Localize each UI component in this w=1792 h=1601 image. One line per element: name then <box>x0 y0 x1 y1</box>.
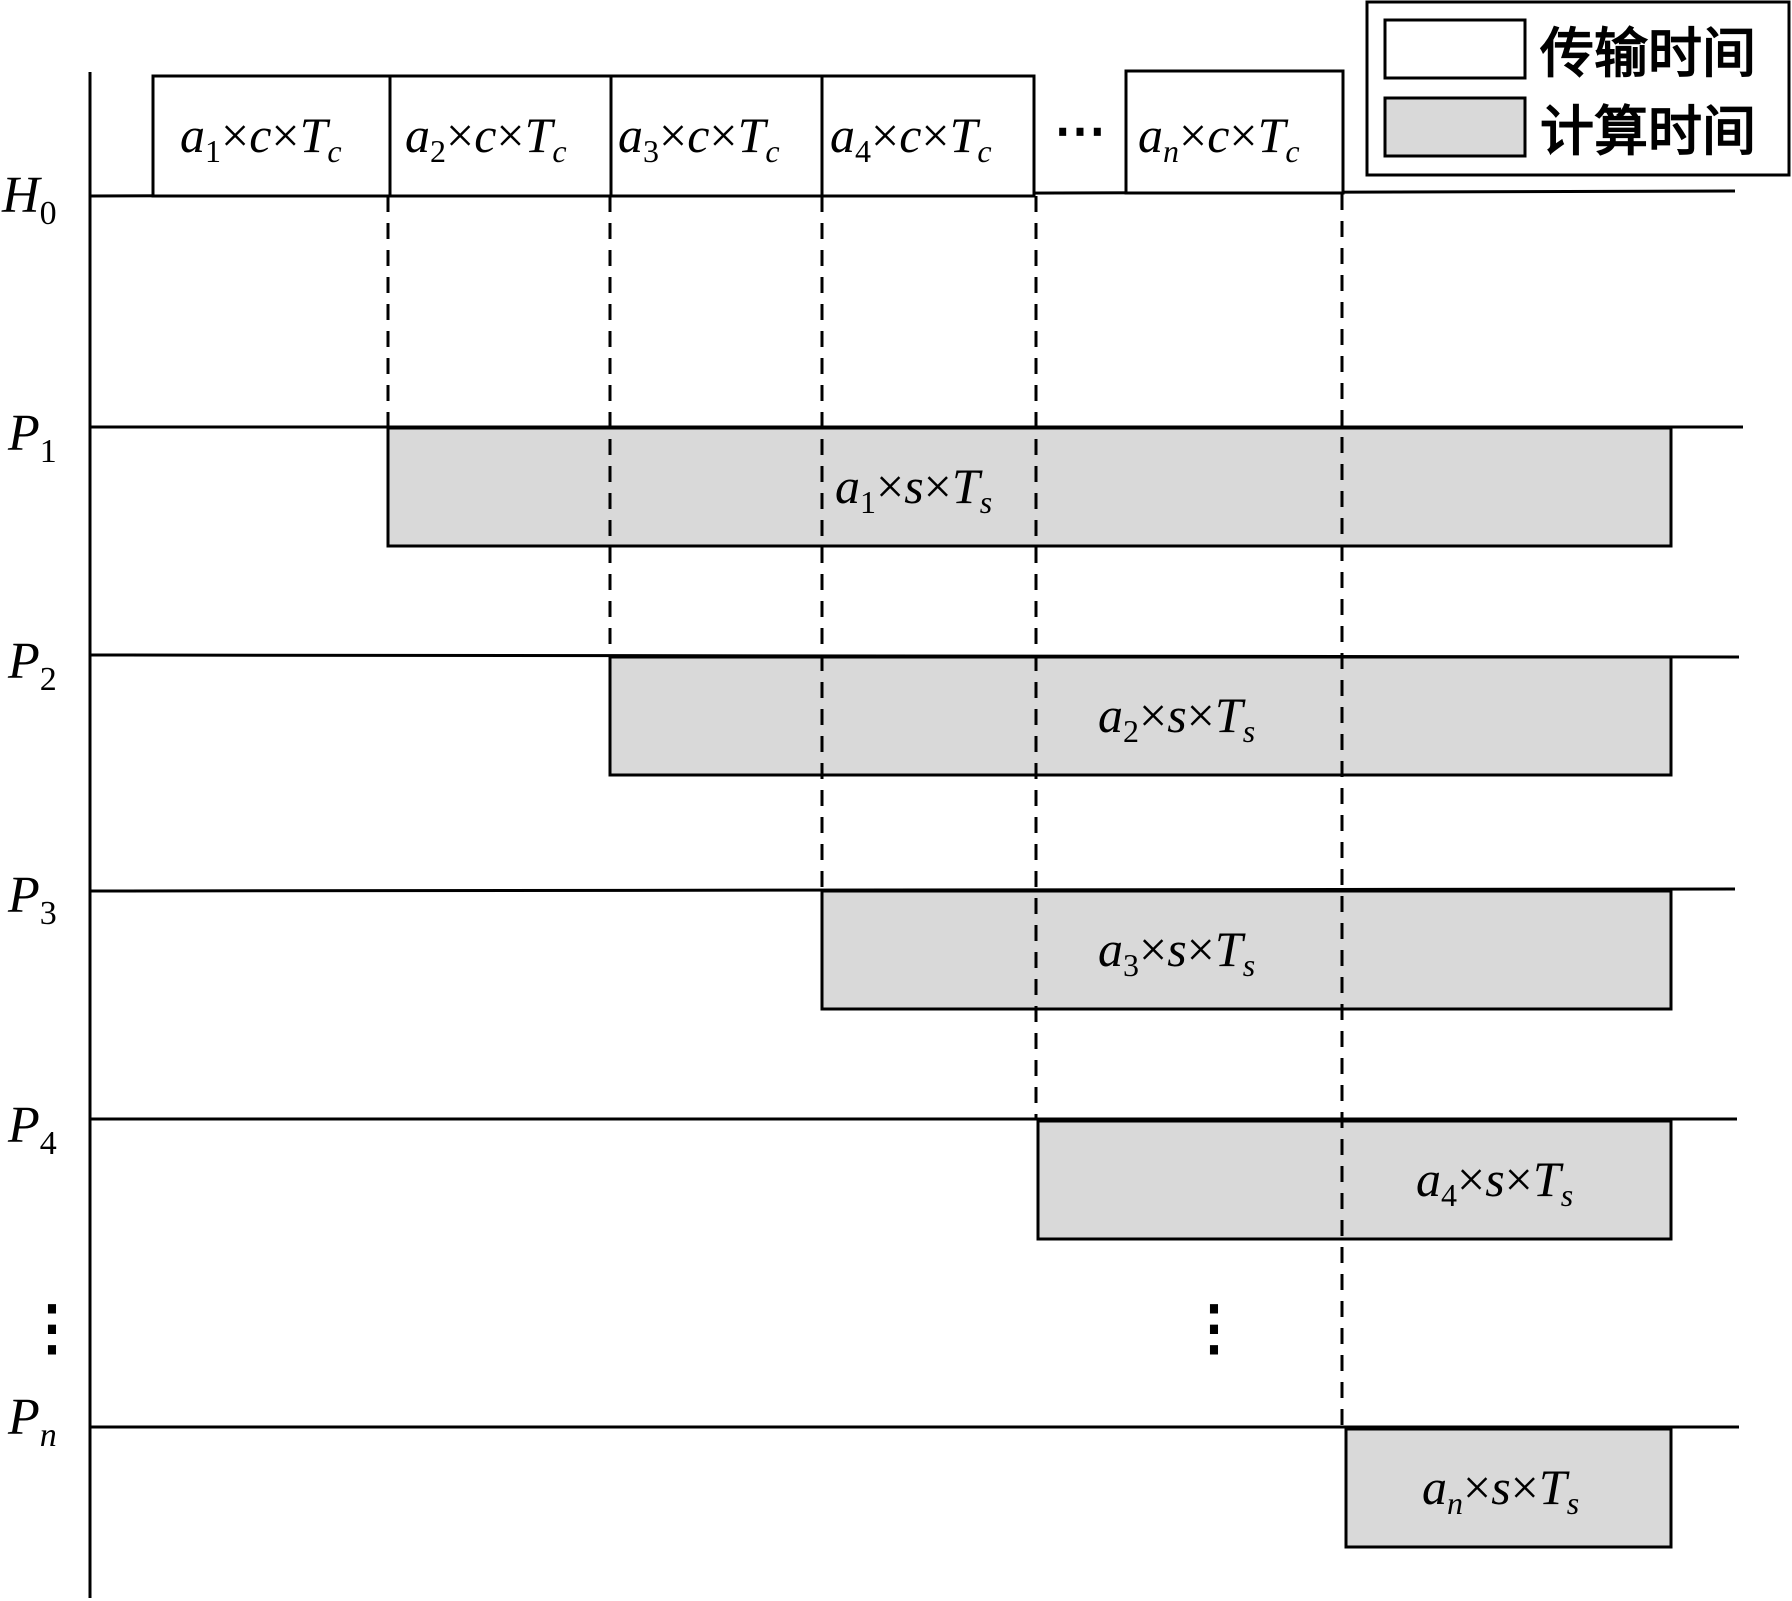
compute-block-p1 <box>386 426 1673 548</box>
svg-text:P3: P3 <box>7 867 57 932</box>
row-label-p4: P4 <box>7 1097 57 1162</box>
svg-text:a3×c×Tc: a3×c×Tc <box>618 107 780 169</box>
svg-text:a3×s×Ts: a3×s×Ts <box>1098 921 1255 983</box>
compute-label-3: a3×s×Ts <box>1098 921 1255 983</box>
compute-block-pn <box>1344 1427 1673 1549</box>
compute-block-p2 <box>608 655 1673 777</box>
row-label-p2: P2 <box>7 633 57 698</box>
svg-text:H0: H0 <box>1 167 57 232</box>
svg-text:a1×s×Ts: a1×s×Ts <box>835 458 992 520</box>
svg-text:P4: P4 <box>7 1097 57 1162</box>
svg-text:a4×s×Ts: a4×s×Ts <box>1416 1151 1573 1213</box>
legend-swatch-compute <box>1383 96 1527 158</box>
transfer-block-4 <box>820 74 1036 198</box>
svg-text:an×s×Ts: an×s×Ts <box>1422 1459 1579 1521</box>
row-ellipsis-middle: ⋮ <box>1184 1295 1244 1361</box>
transfer-ellipsis: ⋯ <box>1054 103 1106 160</box>
transfer-label-3: a3×c×Tc <box>618 107 780 169</box>
transfer-label-4: a4×c×Tc <box>830 107 992 169</box>
svg-text:a2×s×Ts: a2×s×Ts <box>1098 687 1255 749</box>
compute-label-2: a2×s×Ts <box>1098 687 1255 749</box>
legend-swatch-transfer <box>1383 18 1527 80</box>
transfer-block-3 <box>609 74 824 198</box>
svg-text:Pn: Pn <box>7 1389 57 1454</box>
transfer-block-2 <box>388 74 613 198</box>
compute-block-p3 <box>820 889 1673 1011</box>
row-label-p3: P3 <box>7 867 57 932</box>
legend-label-compute: 计算时间 <box>1540 100 1756 163</box>
row-ellipsis-left: ⋮ <box>22 1295 82 1361</box>
svg-text:a1×c×Tc: a1×c×Tc <box>180 107 342 169</box>
compute-block-p4 <box>1036 1119 1673 1241</box>
transfer-label-1: a1×c×Tc <box>180 107 342 169</box>
legend: 传输时间 计算时间 <box>1365 0 1791 177</box>
transfer-block-n <box>1124 69 1345 195</box>
compute-label-n: an×s×Ts <box>1422 1459 1579 1521</box>
transfer-block-1 <box>151 74 392 198</box>
svg-text:an×c×Tc: an×c×Tc <box>1138 107 1300 169</box>
row-label-p1: P1 <box>7 405 57 470</box>
svg-text:a2×c×Tc: a2×c×Tc <box>405 107 567 169</box>
svg-text:P1: P1 <box>7 405 57 470</box>
svg-text:a4×c×Tc: a4×c×Tc <box>830 107 992 169</box>
compute-label-1: a1×s×Ts <box>835 458 992 520</box>
svg-text:P2: P2 <box>7 633 57 698</box>
transfer-label-2: a2×c×Tc <box>405 107 567 169</box>
row-label-pn: Pn <box>7 1389 57 1454</box>
compute-label-4: a4×s×Ts <box>1416 1151 1573 1213</box>
row-label-h0: H0 <box>1 167 57 232</box>
transfer-label-n: an×c×Tc <box>1138 107 1300 169</box>
legend-label-transfer: 传输时间 <box>1539 22 1756 85</box>
